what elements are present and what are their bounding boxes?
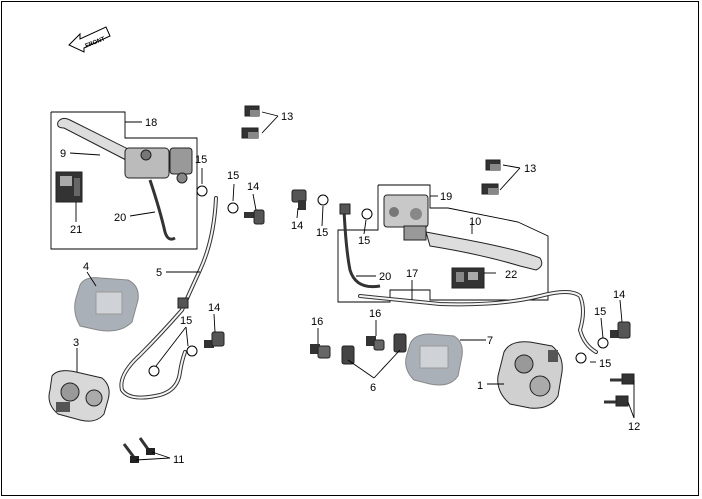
callout-leaders <box>69 121 623 385</box>
right-switch-part-22 <box>451 267 485 289</box>
callout-15: 15 <box>227 170 239 182</box>
right-lever-group-box <box>337 184 549 303</box>
callout-9: 9 <box>60 148 66 160</box>
banjo-bolt-14a <box>244 209 265 225</box>
bolt-pair-11 <box>122 437 155 463</box>
left-switch-part <box>55 171 83 203</box>
callout-14: 14 <box>247 181 259 193</box>
callout-13: 13 <box>524 163 536 175</box>
washer-15a <box>196 185 208 197</box>
callout-14: 14 <box>208 302 220 314</box>
callout-15: 15 <box>195 154 207 166</box>
washer-15e <box>361 208 373 220</box>
washer-15b <box>227 202 239 214</box>
left-switch-wire <box>148 179 176 241</box>
callout-17: 17 <box>406 268 418 280</box>
callout-15: 15 <box>180 315 192 327</box>
callout-22: 22 <box>505 269 517 281</box>
callout-7: 7 <box>487 335 493 347</box>
right-switch-wire <box>342 209 381 289</box>
callout-14: 14 <box>613 289 625 301</box>
callout-19: 19 <box>440 191 452 203</box>
bleeder-bolt-16a <box>310 344 331 359</box>
left-brake-lever-part <box>57 117 193 184</box>
right-brake-lever-part-10 <box>425 231 543 271</box>
callout-10: 10 <box>469 216 481 228</box>
callout-16: 16 <box>311 316 323 328</box>
callout-20: 20 <box>379 271 391 283</box>
callout-18: 18 <box>145 117 157 129</box>
callout-11: 11 <box>173 454 184 466</box>
brake-pad-part-4 <box>74 277 139 332</box>
front-direction-arrow: FRONT <box>68 26 111 53</box>
callout-15: 15 <box>358 235 370 247</box>
callout-12: 12 <box>628 421 640 433</box>
callout-15: 15 <box>316 227 328 239</box>
right-master-cylinder-part-19 <box>383 194 429 241</box>
callout-1: 1 <box>477 380 483 392</box>
bolt-pair-13-left <box>241 105 260 139</box>
callout-16: 16 <box>369 308 381 320</box>
callout-21: 21 <box>70 224 82 236</box>
brake-pad-part-7 <box>405 333 463 386</box>
callout-20: 20 <box>114 212 126 224</box>
callout-13: 13 <box>281 111 293 123</box>
callout-4: 4 <box>83 261 89 273</box>
left-lever-group-box <box>50 111 198 250</box>
banjo-bolt-14b <box>204 331 225 348</box>
washer-15d <box>317 194 329 206</box>
callout-labels: 18 9 15 15 14 20 21 13 4 5 15 14 3 11 14… <box>60 111 640 466</box>
right-caliper-part-1 <box>497 341 563 409</box>
pin-6a <box>341 345 355 365</box>
callout-3: 3 <box>73 337 79 349</box>
callout-15: 15 <box>599 358 611 370</box>
callout-15: 15 <box>594 306 606 318</box>
callout-5: 5 <box>156 267 162 279</box>
pin-6b <box>393 333 407 353</box>
bolt-pair-12 <box>604 373 635 407</box>
callout-6: 6 <box>370 382 376 394</box>
banjo-bolt-14d <box>610 321 631 339</box>
bleeder-bolt-16b <box>366 336 385 351</box>
bolt-pair-13-right <box>481 159 501 195</box>
banjo-bolt-14c <box>291 189 307 210</box>
left-caliper-part-3 <box>48 370 110 422</box>
callout-14: 14 <box>291 220 303 232</box>
